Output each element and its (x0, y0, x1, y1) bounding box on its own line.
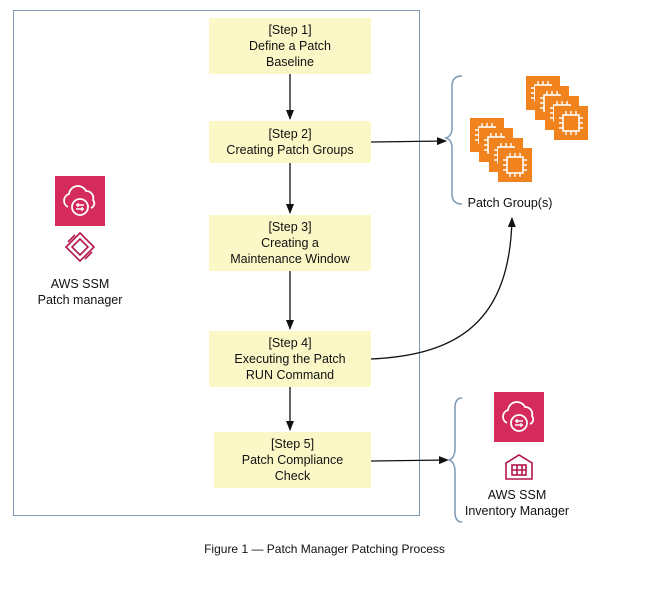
inventory-line-2: Inventory Manager (464, 504, 570, 518)
inventory-brace (446, 397, 463, 523)
ssm-cloud-icon (493, 391, 545, 443)
step-5-line-3: Check (274, 469, 311, 483)
process-frame (13, 10, 420, 516)
step-2-box: [Step 2] Creating Patch Groups (209, 121, 371, 163)
patch-manager-icon (64, 231, 96, 263)
step-4-box: [Step 4] Executing the Patch RUN Command (209, 331, 371, 387)
inventory-icon (505, 454, 533, 480)
patch-manager-label: AWS SSM Patch manager (20, 276, 140, 308)
step-2-title: [Step 2] (268, 127, 312, 141)
arrow-step2-patch-groups (370, 137, 447, 146)
step-3-box: [Step 3] Creating a Maintenance Window (209, 215, 371, 271)
step-3-line-2: Creating a (261, 236, 319, 250)
patch-group-brace (443, 75, 463, 205)
step-5-line-2: Patch Compliance (241, 453, 344, 467)
inventory-line-1: AWS SSM (487, 488, 547, 502)
step-3-title: [Step 3] (268, 220, 312, 234)
inventory-manager-label: AWS SSM Inventory Manager (455, 487, 579, 519)
step-4-title: [Step 4] (268, 336, 312, 350)
patch-groups-label: Patch Group(s) (455, 195, 565, 211)
step-4-line-3: RUN Command (245, 368, 335, 382)
patch-manager-line-2: Patch manager (37, 293, 123, 307)
patch-groups-text: Patch Group(s) (467, 196, 553, 210)
arrow-step5-inventory (370, 456, 449, 465)
ssm-cloud-icon (54, 175, 106, 227)
figure-caption: Figure 1 — Patch Manager Patching Proces… (204, 542, 445, 556)
patch-manager-line-1: AWS SSM (50, 277, 110, 291)
step-3-line-3: Maintenance Window (230, 252, 350, 266)
step-1-title: [Step 1] (268, 23, 312, 37)
step-2-line-2: Creating Patch Groups (226, 143, 354, 157)
step-5-box: [Step 5] Patch Compliance Check (214, 432, 371, 488)
ec2-instance-stack-icon (469, 75, 589, 183)
step-5-title: [Step 5] (270, 437, 315, 451)
step-1-box: [Step 1] Define a Patch Baseline (209, 18, 371, 74)
step-1-line-2: Define a Patch (249, 39, 331, 53)
step-4-line-2: Executing the Patch (234, 352, 346, 366)
step-1-line-3: Baseline (266, 55, 314, 69)
arrow-step4-patch-groups (370, 217, 516, 360)
